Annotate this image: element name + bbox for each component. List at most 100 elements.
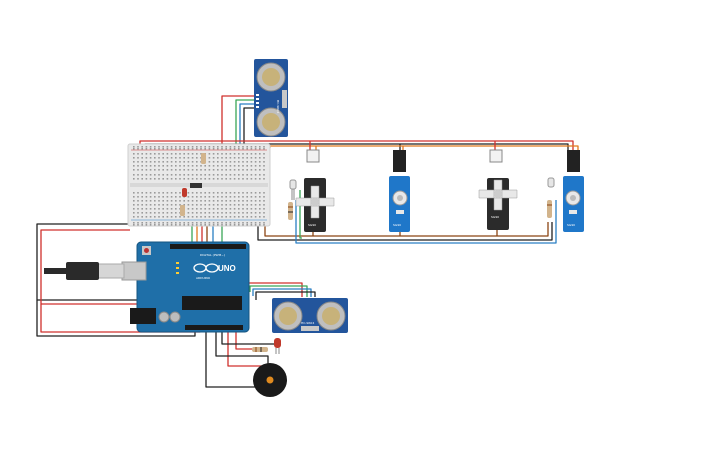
breadboard-hole	[208, 212, 211, 214]
breadboard-hole	[225, 174, 227, 176]
breadboard-hole	[187, 222, 190, 224]
breadboard-hole	[145, 208, 148, 210]
breadboard-hole	[242, 165, 244, 167]
breadboard-hole	[259, 204, 261, 206]
resistor-led[interactable]	[252, 347, 268, 352]
breadboard-hole	[259, 161, 261, 163]
breadboard-hole	[175, 148, 177, 150]
breadboard-hole	[137, 224, 139, 226]
breadboard-hole	[200, 153, 202, 155]
wire-black-loop	[36, 223, 140, 301]
servo-2[interactable]: SG90	[389, 150, 410, 232]
breadboard-hole	[166, 174, 169, 176]
breadboard-hole	[225, 204, 227, 206]
photoresistor-2[interactable]	[547, 177, 555, 218]
resistor-icon[interactable]	[288, 202, 293, 220]
wire-red-led	[235, 330, 252, 350]
breadboard-hole	[179, 169, 181, 171]
breadboard-hole	[149, 153, 152, 155]
breadboard-hole	[170, 174, 173, 176]
breadboard-hole	[191, 216, 194, 218]
breadboard-hole	[149, 157, 152, 159]
breadboard-hole	[141, 200, 143, 202]
breadboard-hole	[154, 196, 156, 198]
breadboard-hole	[187, 212, 190, 214]
arduino-uno[interactable]: UNO ARDUINO DIGITAL (PWM~)	[44, 241, 250, 333]
breadboard-hole	[233, 153, 236, 155]
breadboard-hole	[212, 196, 215, 198]
breadboard-hole	[204, 208, 206, 210]
breadboard-hole	[259, 157, 261, 159]
breadboard-hole	[238, 192, 240, 194]
servo-3[interactable]: SG90	[478, 149, 518, 230]
breadboard-hole	[212, 192, 215, 194]
breadboard-hole	[212, 208, 215, 210]
breadboard-hole	[212, 165, 215, 167]
servo-1-label: SG90	[308, 223, 316, 227]
breadboard-hole	[200, 216, 202, 218]
breadboard-hole	[208, 204, 211, 206]
breadboard-hole	[225, 153, 227, 155]
breadboard-hole	[196, 148, 198, 150]
breadboard-hole	[208, 178, 211, 180]
wire-red-loop	[40, 229, 140, 305]
ultrasonic-sensor-top[interactable]: HC-SR04	[254, 59, 288, 137]
breadboard-hole	[149, 216, 152, 218]
breadboard-hole	[175, 224, 177, 226]
breadboard-hole	[183, 165, 185, 167]
breadboard-hole	[145, 165, 148, 167]
breadboard-hole	[250, 204, 253, 206]
breadboard-hole	[212, 216, 215, 218]
breadboard-hole	[187, 224, 190, 226]
breadboard-hole	[217, 224, 219, 226]
breadboard-hole	[137, 146, 139, 148]
resistor-bb-1	[201, 153, 206, 164]
breadboard-hole	[133, 161, 135, 163]
breadboard-hole	[175, 216, 177, 218]
breadboard-hole	[141, 178, 143, 180]
breadboard-hole	[149, 222, 152, 224]
breadboard-hole	[242, 208, 244, 210]
breadboard-hole	[259, 148, 261, 150]
breadboard-hole	[238, 216, 240, 218]
breadboard-hole	[238, 178, 240, 180]
breadboard-hole	[242, 146, 244, 148]
buzzer-icon[interactable]	[253, 363, 287, 397]
breadboard-hole	[246, 161, 248, 163]
breadboard-hole	[217, 204, 219, 206]
breadboard-hole	[259, 174, 261, 176]
breadboard-hole	[254, 157, 257, 159]
breadboard-hole	[141, 165, 143, 167]
photoresistor-1[interactable]	[289, 179, 297, 200]
breadboard-hole	[238, 161, 240, 163]
breadboard-hole	[158, 208, 160, 210]
breadboard-hole	[229, 204, 232, 206]
breadboard-hole	[208, 200, 211, 202]
breadboard-hole	[225, 224, 227, 226]
ultrasonic-sensor-bottom[interactable]: HC-SR04	[272, 298, 348, 333]
breadboard-hole	[137, 178, 139, 180]
breadboard-hole	[233, 212, 236, 214]
breadboard-hole	[175, 169, 177, 171]
usb-port	[121, 261, 147, 281]
breadboard-hole	[191, 222, 194, 224]
led-icon[interactable]	[274, 338, 281, 354]
wire-green-top-sensor	[235, 99, 255, 152]
breadboard-hole	[175, 222, 177, 224]
breadboard-hole	[166, 169, 169, 171]
breadboard-hole	[242, 222, 244, 224]
breadboard-hole	[133, 192, 135, 194]
breadboard-hole	[238, 148, 240, 150]
breadboard-hole	[162, 157, 164, 159]
breadboard-hole	[200, 165, 202, 167]
breadboard-hole	[162, 224, 164, 226]
breadboard-hole	[200, 169, 202, 171]
breadboard-hole	[166, 165, 169, 167]
breadboard-hole	[263, 212, 265, 214]
breadboard-hole	[233, 157, 236, 159]
breadboard-hole	[133, 222, 135, 224]
breadboard-hole	[225, 216, 227, 218]
breadboard-hole	[200, 224, 202, 226]
servo-1[interactable]: SG90	[295, 149, 335, 232]
servo-4[interactable]: SG90	[563, 150, 584, 232]
